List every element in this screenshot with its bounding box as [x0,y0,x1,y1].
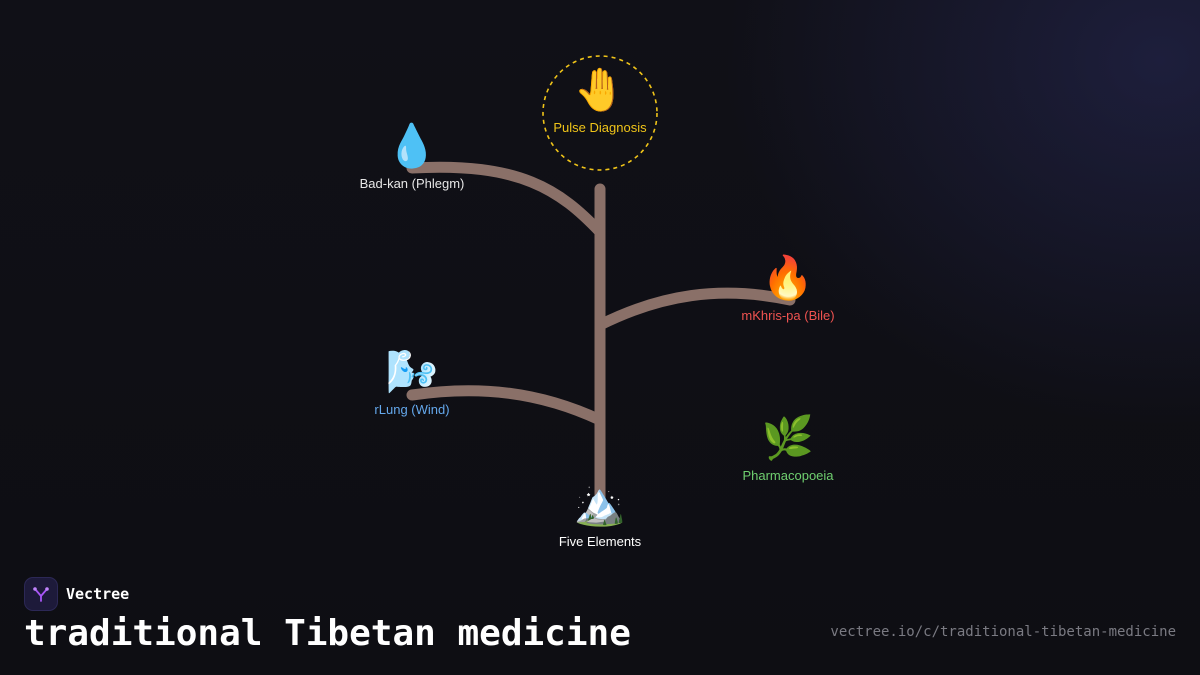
node-pulse-diagnosis[interactable]: 🤚 Pulse Diagnosis [500,66,700,135]
wind-face-icon: 🌬️ [385,348,439,395]
brand-name: Vectree [66,585,130,603]
raised-hand-icon: 🤚 [573,66,627,113]
node-rlung[interactable]: 🌬️ rLung (Wind) [312,348,512,417]
node-label: Pulse Diagnosis [553,120,647,135]
branch-badkan [406,161,606,238]
tree-fork-icon [24,577,58,611]
node-label: rLung (Wind) [374,402,450,417]
brand[interactable]: Vectree [24,577,129,611]
branch-mkhris [594,287,796,331]
node-label: Bad-kan (Phlegm) [359,176,465,191]
node-pharmacopoeia[interactable]: 🌿 Pharmacopoeia [688,414,888,483]
node-mkhris-pa[interactable]: 🔥 mKhris-pa (Bile) [688,254,888,323]
branch-rlung [406,385,606,426]
droplet-icon: 💧 [385,122,439,169]
node-label: mKhris-pa (Bile) [741,308,835,323]
node-five-elements[interactable]: 🏔️ Five Elements [500,480,700,549]
herb-icon: 🌿 [761,414,815,461]
mountain-icon: 🏔️ [573,480,627,527]
pulse-highlight-ring [542,55,658,171]
node-bad-kan[interactable]: 💧 Bad-kan (Phlegm) [312,122,512,191]
node-label: Five Elements [558,534,642,549]
page-url[interactable]: vectree.io/c/traditional-tibetan-medicin… [830,624,1176,640]
page-title: traditional Tibetan medicine [24,613,631,654]
fire-icon: 🔥 [761,254,815,301]
node-label: Pharmacopoeia [742,468,834,483]
